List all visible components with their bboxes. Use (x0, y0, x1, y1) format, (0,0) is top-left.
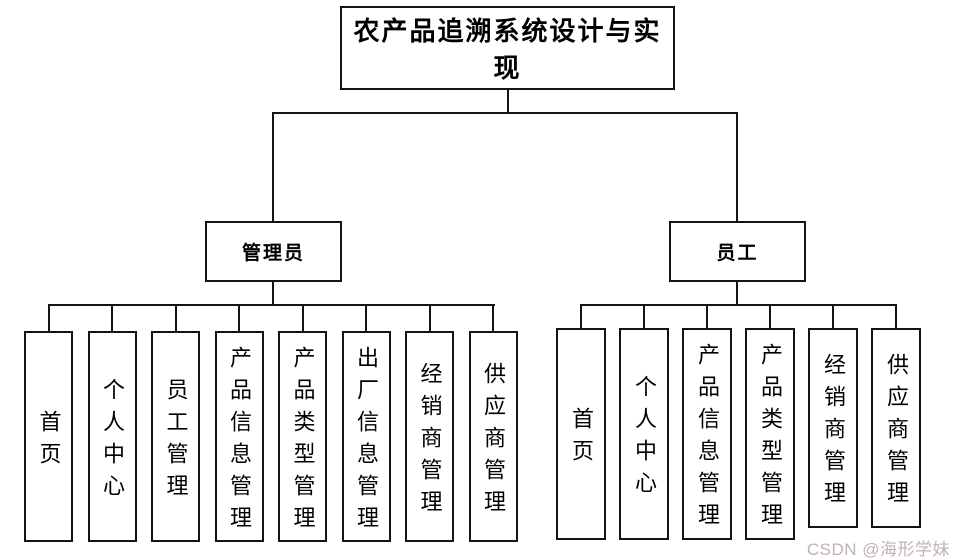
connector-admin-down (272, 281, 274, 305)
leaf-label: 产品信息管理 (695, 343, 720, 535)
connector-root-drop (507, 89, 509, 113)
leaf-label: 出厂信息管理 (354, 345, 379, 538)
leaf-label: 个人中心 (100, 377, 125, 506)
connector-stub (238, 304, 240, 331)
leaf-node-supplier-mgmt: 供应商管理 (871, 304, 921, 540)
admin-leaf-row: 首页 个人中心 员工管理 产品信息管理 产品类型管理 出厂信息管理 经销商管理 (24, 304, 518, 542)
leaf-label: 产品类型管理 (758, 343, 783, 535)
connector-staff-leaf-bus (580, 304, 897, 306)
leaf-label: 产品信息管理 (227, 345, 252, 538)
staff-leaf-row: 首页 个人中心 产品信息管理 产品类型管理 经销商管理 供应商管理 (556, 304, 921, 540)
leaf-node-product-type-mgmt: 产品类型管理 (745, 304, 795, 540)
leaf-node-dealer-mgmt: 经销商管理 (808, 304, 858, 540)
connector-branch-bus (272, 112, 738, 114)
connector-stub (428, 304, 431, 331)
connector-stub (832, 304, 834, 328)
leaf-label: 产品类型管理 (290, 345, 316, 538)
leaf-label: 经销商管理 (821, 353, 846, 513)
leaf-node-dealer-mgmt: 经销商管理 (405, 304, 454, 542)
connector-stub (365, 304, 367, 331)
connector-stub (769, 304, 771, 328)
connector-stub (174, 304, 177, 331)
connector-staff-drop (736, 112, 738, 223)
connector-admin-leaf-bus (48, 304, 495, 306)
leaf-label: 员工管理 (163, 377, 189, 506)
leaf-node-home: 首页 (556, 304, 606, 540)
leaf-node-employee-mgmt: 员工管理 (151, 304, 200, 542)
leaf-node-supplier-mgmt: 供应商管理 (468, 304, 518, 542)
leaf-node-home: 首页 (24, 304, 73, 542)
leaf-label: 首页 (569, 407, 594, 471)
connector-stub (643, 304, 645, 328)
leaf-node-personal-center: 个人中心 (619, 304, 669, 540)
leaf-node-product-info-mgmt: 产品信息管理 (214, 304, 264, 542)
connector-stub (111, 304, 113, 331)
branch-node-admin: 管理员 (205, 221, 342, 282)
leaf-node-product-type-mgmt: 产品类型管理 (278, 304, 327, 542)
leaf-label: 首页 (36, 409, 62, 474)
leaf-label: 供应商管理 (481, 361, 506, 522)
connector-stub (706, 304, 708, 328)
connector-stub (47, 304, 50, 331)
leaf-node-personal-center: 个人中心 (87, 304, 137, 542)
leaf-label: 经销商管理 (417, 361, 443, 522)
leaf-node-factory-info-mgmt: 出厂信息管理 (341, 304, 391, 542)
leaf-label: 个人中心 (632, 375, 657, 503)
connector-stub (895, 304, 897, 328)
connector-stub (301, 304, 304, 331)
connector-staff-down (736, 281, 738, 305)
connector-stub (492, 304, 494, 331)
connector-admin-drop (272, 112, 274, 223)
csdn-watermark: CSDN @海形学妹 (806, 540, 950, 559)
leaf-label: 供应商管理 (884, 353, 909, 513)
branch-staff-label: 员工 (716, 243, 759, 264)
connector-stub (580, 304, 582, 328)
branch-node-staff: 员工 (669, 221, 806, 282)
root-node: 农产品追溯系统设计与实现 (340, 6, 675, 90)
branch-admin-label: 管理员 (241, 243, 305, 264)
leaf-node-product-info-mgmt: 产品信息管理 (682, 304, 732, 540)
root-node-label: 农产品追溯系统设计与实现 (353, 17, 662, 83)
